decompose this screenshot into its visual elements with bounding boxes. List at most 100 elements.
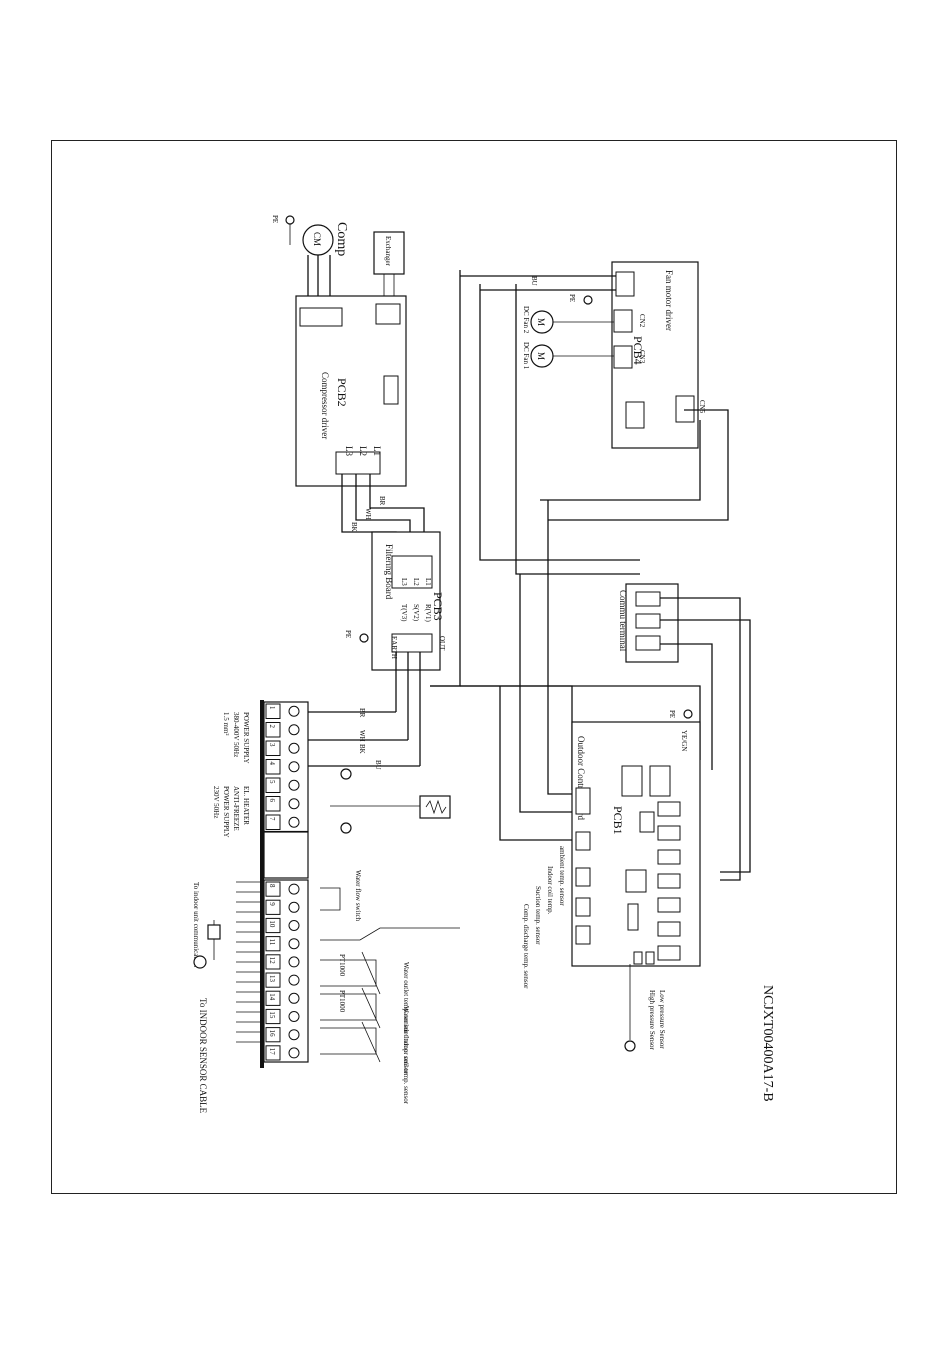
terminal-cell <box>265 796 281 812</box>
terminal-screw <box>288 798 300 810</box>
ground-icon <box>285 215 295 225</box>
heater-label-1: POWER SUPPLY <box>242 712 250 764</box>
wire-bk-2: BK <box>358 744 366 754</box>
wire-bu-2: BU <box>530 276 538 286</box>
terminal-separator <box>263 831 309 879</box>
fan-2-label: DC Fan 2 <box>522 306 530 334</box>
terminal-cell <box>265 990 281 1006</box>
heater-label-6: POWER SUPPLY <box>222 786 230 838</box>
pcb3-l2: L2 <box>412 578 420 586</box>
ground-icon <box>340 768 352 780</box>
wire-wh-2: WH <box>358 730 366 742</box>
terminal-screw <box>288 705 300 717</box>
diagram-frame <box>51 140 897 1194</box>
sensor-indoor-coil: Indoor coil temp. <box>546 866 554 915</box>
terminal-screw <box>288 992 300 1004</box>
terminal-number: 17 <box>268 1048 276 1056</box>
terminal-cell <box>265 759 281 775</box>
pressure-sensor-icon <box>624 1040 636 1052</box>
pcb2-l1: L1 <box>372 446 382 456</box>
terminal-cell <box>265 777 281 793</box>
terminal-screw <box>288 816 300 828</box>
wire-br-2: BR <box>358 708 366 718</box>
pcb2-subtitle: Compressor driver <box>320 372 330 439</box>
terminal-number: 9 <box>268 902 276 906</box>
terminal-number: 13 <box>268 975 276 983</box>
water-inlet-label: Water inlet temp. sensor <box>402 1006 410 1075</box>
fan-1-label: DC Fan 1 <box>522 342 530 370</box>
pcb3-pe: PE <box>344 630 352 638</box>
pcb4-pe: PE <box>568 294 576 302</box>
heater-label-7: 230V 50Hz <box>212 786 220 818</box>
wire-yegn: YE/GN <box>680 730 688 751</box>
terminal-cell <box>265 722 281 738</box>
terminal-cell <box>265 899 281 915</box>
terminal-number: 11 <box>268 939 276 946</box>
to-indoor-comm: To indoor unit communication <box>192 882 200 968</box>
pcb3-out: OUT <box>438 636 446 651</box>
terminal-cell <box>265 917 281 934</box>
terminal-cell <box>265 936 281 952</box>
ground-icon <box>359 633 369 643</box>
terminal-number: 5 <box>268 780 276 784</box>
pcb3-l1: L1 <box>424 578 432 586</box>
pcb4-cn2: CN2 <box>638 314 646 328</box>
exchanger-label: Exchanger <box>384 236 392 267</box>
commu-label: Commu terminal <box>618 590 628 652</box>
pcb3-name: PCB3 <box>431 592 445 621</box>
pcb4-subtitle: Fan motor driver <box>664 270 674 331</box>
terminal-screw <box>288 883 300 895</box>
terminal-cell <box>265 954 281 970</box>
terminal-screw <box>288 1011 300 1022</box>
wire-bu-1: BU <box>374 760 382 770</box>
pcb3-l3: L3 <box>400 578 408 586</box>
terminal-number: 4 <box>268 762 276 766</box>
terminal-screw <box>288 920 300 931</box>
commu-terminal: Commu terminal <box>618 583 679 663</box>
pcb3-rv1: R(V1) <box>424 604 432 623</box>
terminal-screw <box>288 742 300 754</box>
terminal-number: 2 <box>268 725 276 729</box>
pcb3-earth: EARTH <box>390 636 398 659</box>
compressor-title: Comp <box>334 222 349 256</box>
wire-br-1: BR <box>378 496 386 506</box>
terminal-cell <box>265 1045 281 1061</box>
sensor-ambient: ambient temp. sensor <box>558 846 566 906</box>
terminal-number: 8 <box>268 884 276 888</box>
compressor-pe: PE <box>271 215 279 223</box>
pcb4-cn5: CN5 <box>698 400 706 414</box>
ground-icon <box>340 822 352 834</box>
flow-switch-label: Water flow switch <box>354 870 362 922</box>
wire-bk-1: BK <box>350 522 358 532</box>
terminal-number: 10 <box>268 920 276 928</box>
heater-label-3: 1.5 mm² <box>222 712 230 736</box>
pcb4-name: PCB4 <box>631 336 645 365</box>
pcb2-board: PCB2 Compressor driver L1 L2 L3 <box>295 295 407 487</box>
terminal-screw <box>288 956 300 968</box>
pcb2-name: PCB2 <box>335 378 349 407</box>
terminal-number: 1 <box>268 706 276 710</box>
terminal-cell <box>265 972 281 988</box>
pcb2-l3: L3 <box>344 446 354 456</box>
sensor-discharge: Comp. discharge temp. sensor <box>522 904 530 989</box>
fan-m2: M <box>536 352 546 360</box>
pcb3-sv2: S(V2) <box>412 604 420 622</box>
indoor-coil-label: Indoor coil temp. sensor <box>402 1036 410 1105</box>
diagram-id: NCJXT00400A17-B <box>760 985 775 1102</box>
terminal-screw <box>288 779 300 791</box>
to-indoor-sensor: To INDOOR SENSOR CABLE <box>198 998 208 1114</box>
pcb3-tv3: T(V3) <box>400 604 408 622</box>
pcb4-board: PCB4 Fan motor driver CN2 CN3 CN5 <box>611 261 706 449</box>
terminal-number: 15 <box>268 1011 276 1019</box>
pcb3-subtitle: Filtering Board <box>384 544 394 600</box>
compressor: CM Comp PE <box>271 215 349 298</box>
pcb2-l2: L2 <box>358 446 368 456</box>
pcb1-name: PCB1 <box>611 806 625 835</box>
wire-wh-1: WH <box>364 508 372 520</box>
ground-icon <box>583 295 593 305</box>
sensor-suction: Suction temp. sensor <box>534 886 542 945</box>
heater-element <box>419 795 451 819</box>
pcb1-board: PCB1 Outdoor Control Board <box>571 721 701 967</box>
